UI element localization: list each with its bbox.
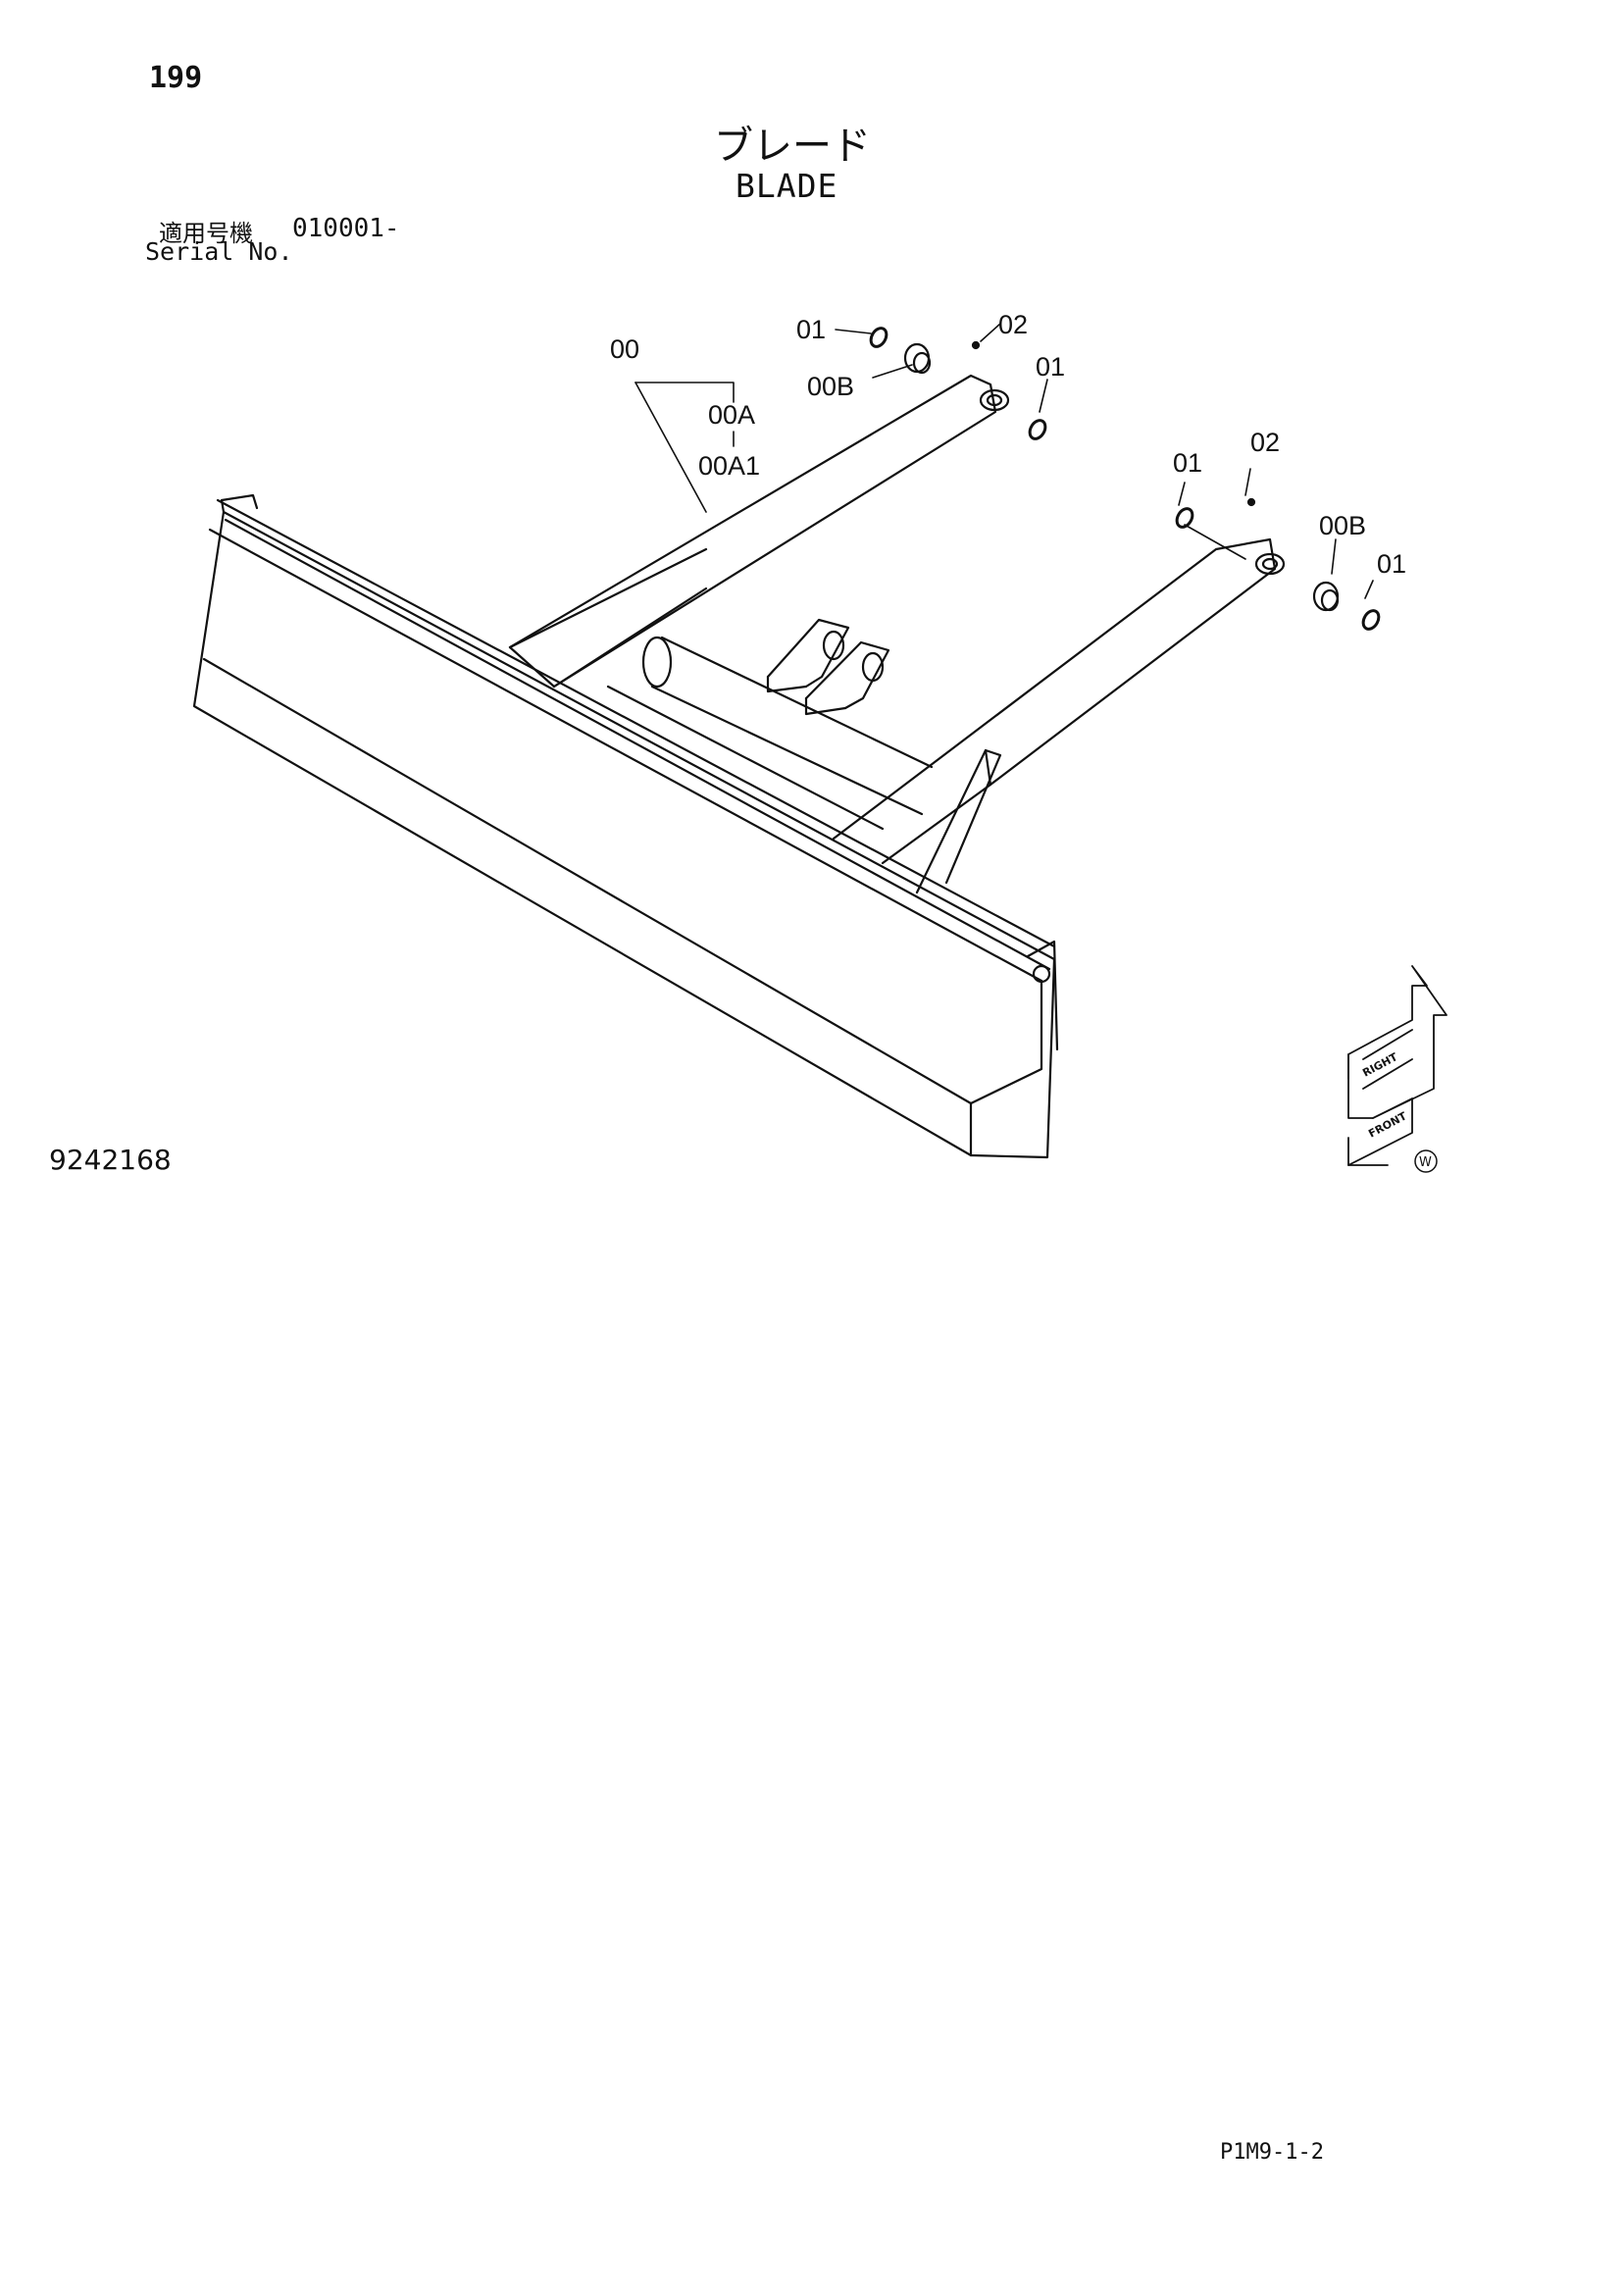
serial-label-english: Serial No. [145, 237, 293, 266]
orientation-label-front: FRONT [1366, 1109, 1409, 1140]
orientation-label-right: RIGHT [1360, 1050, 1399, 1080]
callout-02-right: 02 [1250, 428, 1280, 457]
title-english: BLADE [736, 167, 838, 205]
callout-00A1: 00A1 [698, 451, 760, 481]
callout-00: 00 [610, 334, 639, 364]
callout-01-far-right: 01 [1377, 549, 1406, 579]
blade-body [192, 493, 1059, 1159]
page-code: P1M9-1-2 [1220, 2140, 1324, 2165]
callout-01-right-arm: 01 [1173, 448, 1202, 478]
callout-01-left-arm: 01 [1036, 352, 1065, 382]
callout-02-top: 02 [998, 310, 1028, 339]
orientation-symbol: W [1419, 1155, 1432, 1170]
left-arm [508, 374, 1010, 689]
orientation-marker-icon [1347, 965, 1447, 1166]
cross-tube [606, 636, 934, 831]
figure-number: 9242168 [49, 1144, 172, 1176]
callout-00B-left: 00B [807, 372, 854, 401]
callouts: 00 00A 00A1 01 02 00B 01 01 02 00B 01 [610, 310, 1406, 579]
small-parts [869, 327, 1381, 631]
title-japanese: ブレード [714, 124, 871, 169]
right-arm [832, 537, 1286, 894]
page-number: 199 [149, 61, 203, 95]
serial-label-japanese: 適用号機 [159, 220, 253, 247]
callout-00A: 00A [708, 400, 755, 430]
serial-value: 010001- [292, 214, 400, 243]
leader-lines [634, 323, 1374, 599]
center-clevis [766, 618, 890, 716]
callout-00B-right: 00B [1319, 511, 1366, 540]
callout-01-top: 01 [796, 315, 826, 344]
